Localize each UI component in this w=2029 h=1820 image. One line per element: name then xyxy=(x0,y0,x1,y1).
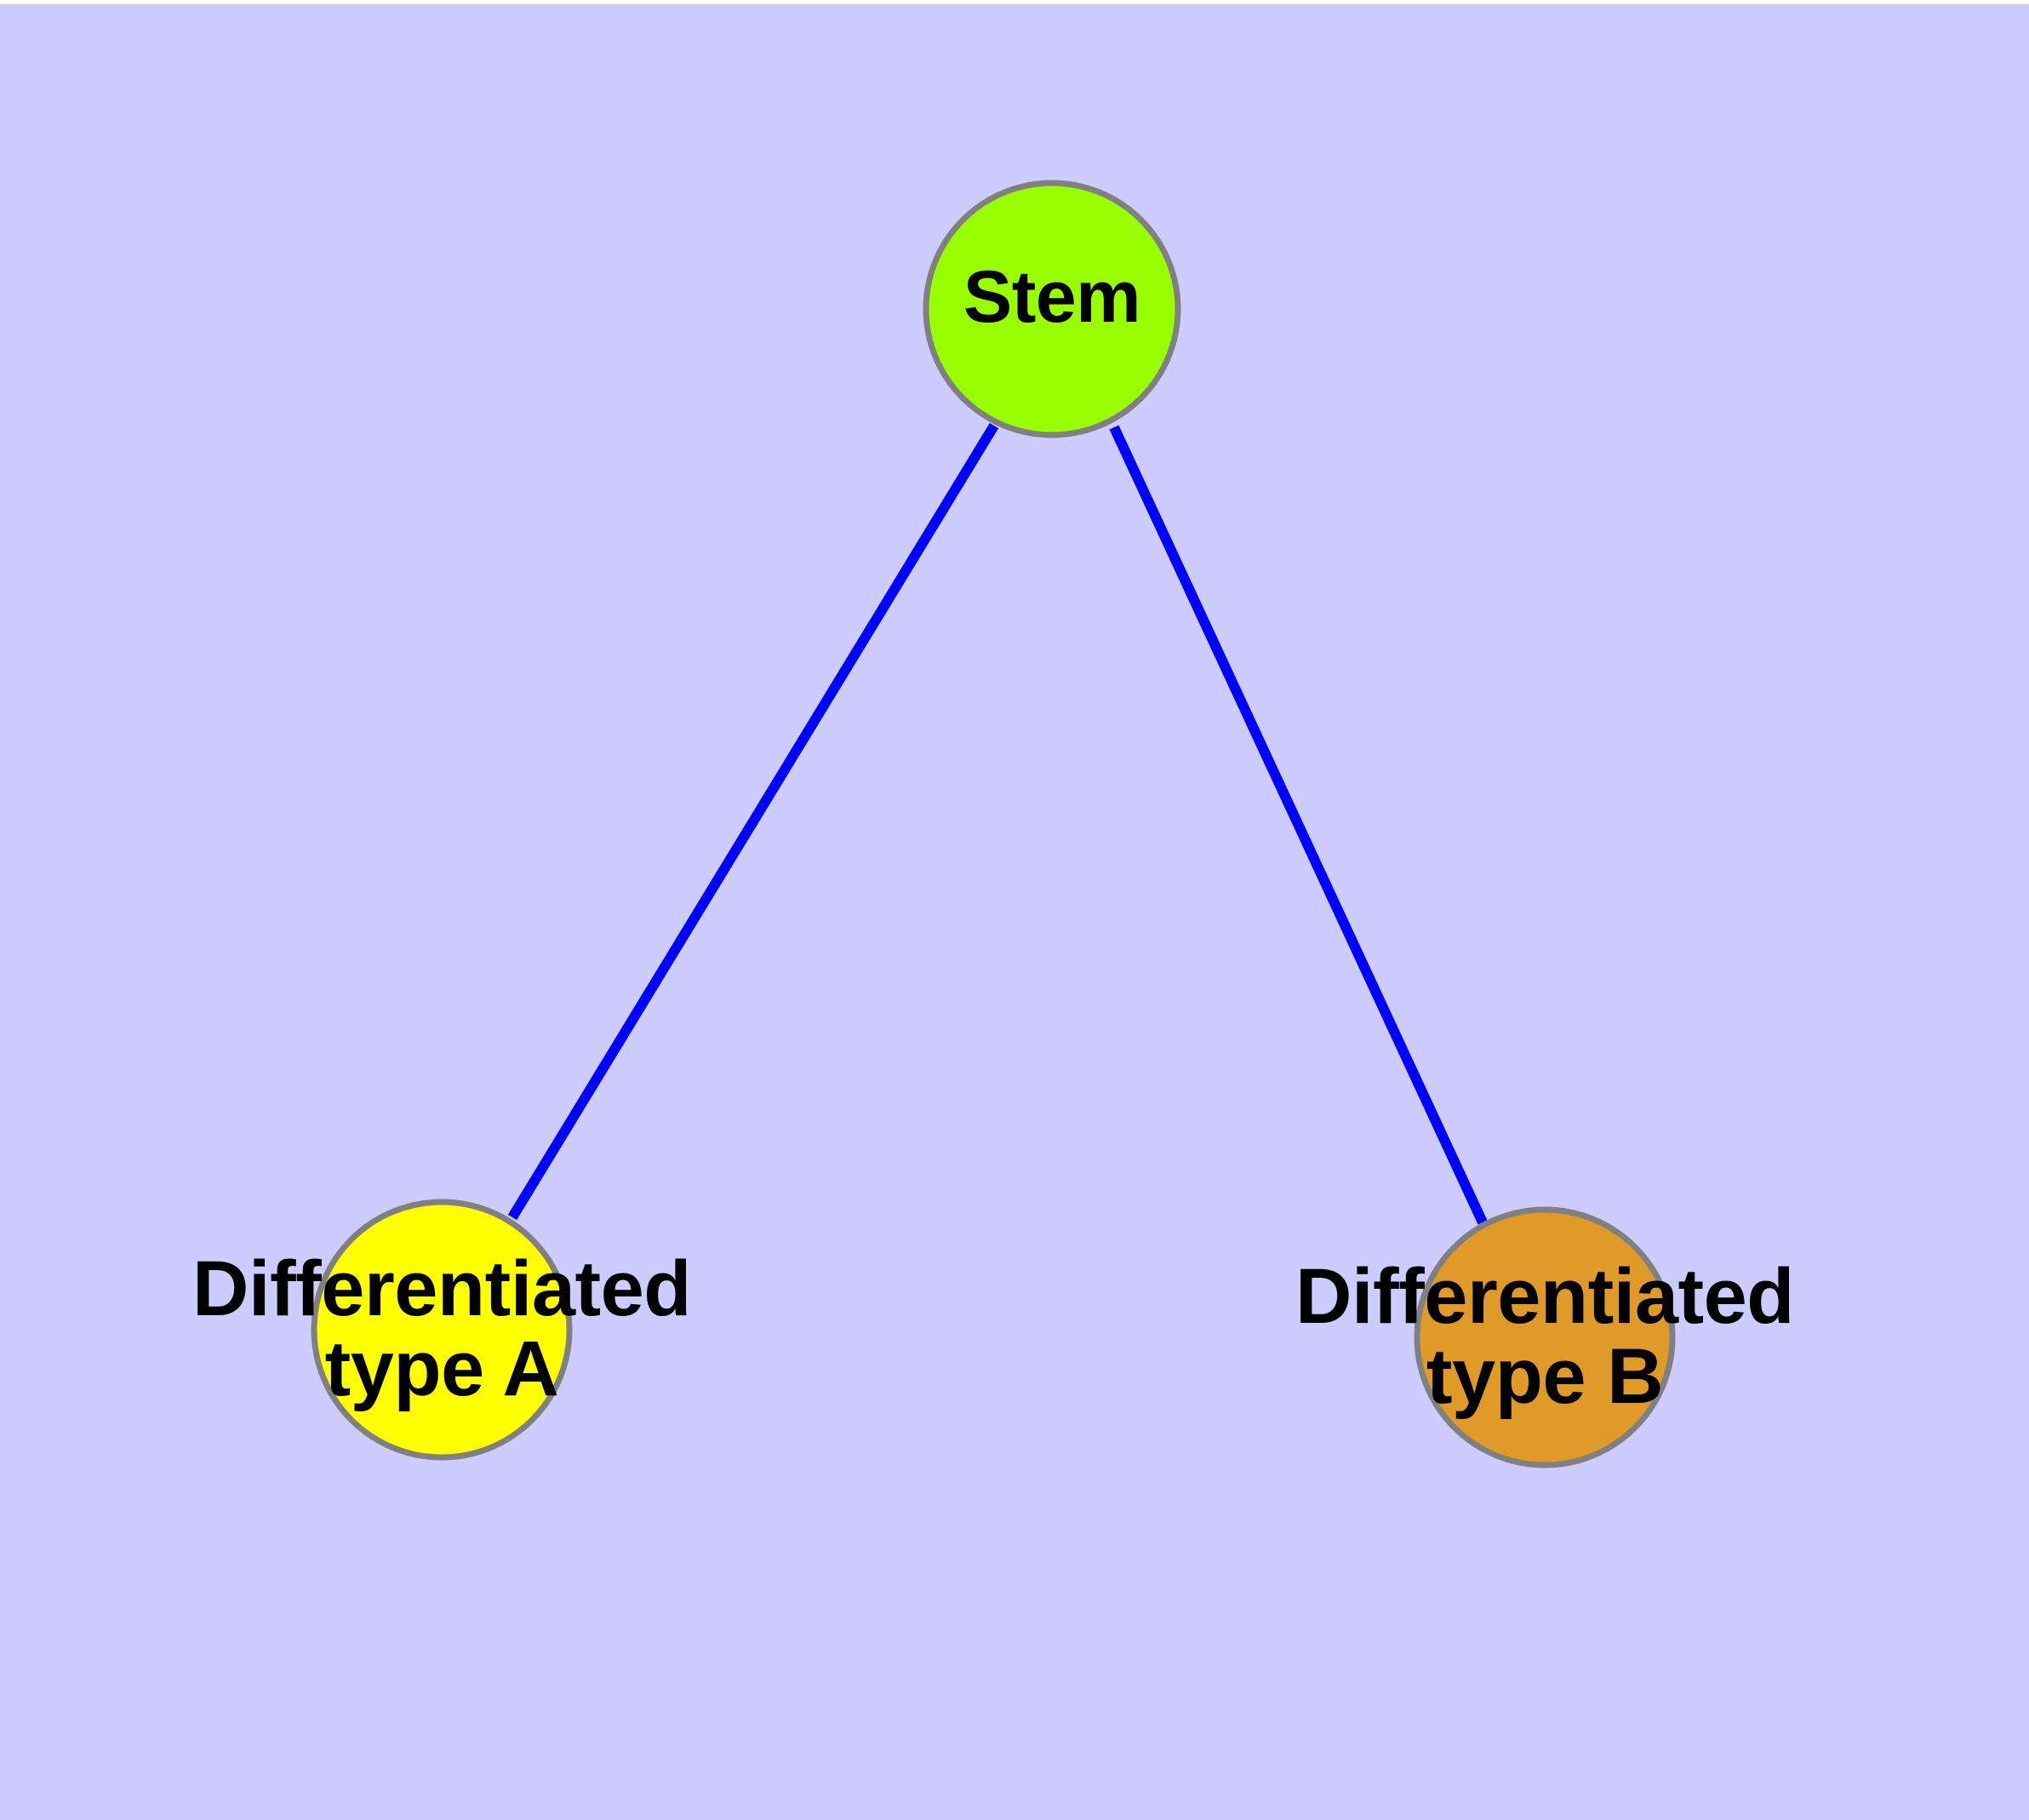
node-layer xyxy=(311,180,1676,1468)
node-differentiated-type-a[interactable] xyxy=(311,1199,573,1461)
edge-layer xyxy=(507,422,1488,1225)
edge-stem-to-differentiated-type-b[interactable] xyxy=(1109,425,1488,1225)
edge-stem-to-differentiated-type-a[interactable] xyxy=(507,422,999,1221)
node-stem[interactable] xyxy=(923,180,1181,438)
node-differentiated-type-b[interactable] xyxy=(1414,1206,1676,1468)
